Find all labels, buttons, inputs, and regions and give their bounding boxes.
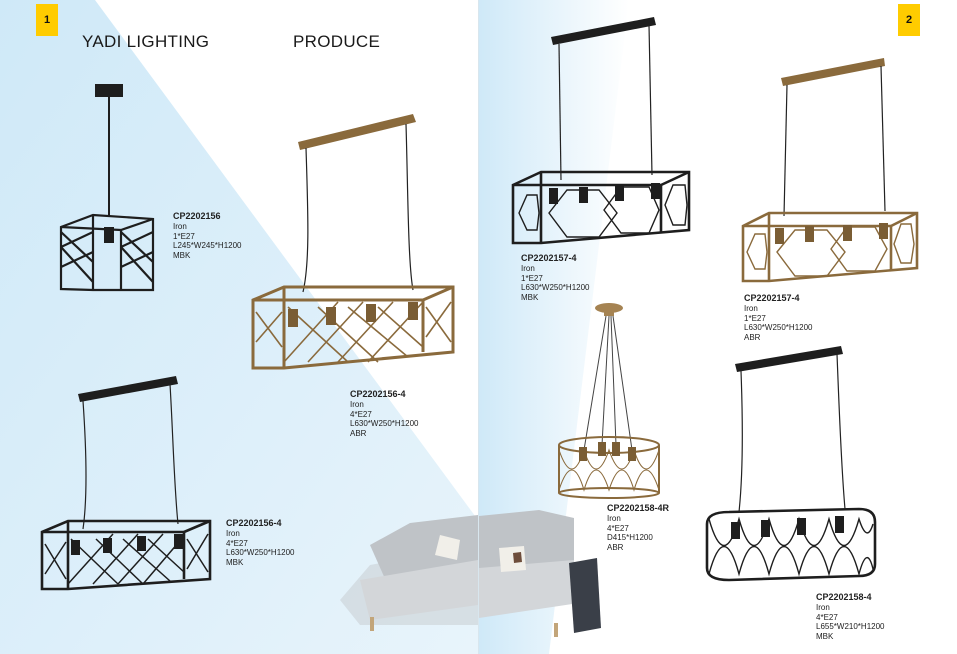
pendant-linear-brass	[251, 114, 455, 370]
product-code: CP2202158-4R	[607, 503, 670, 513]
pendant-hex-brass	[741, 58, 919, 283]
product-spec: CP2202156 Iron 1*E27 L245*W245*H1200 MBK	[173, 211, 242, 260]
product-finish: MBK	[226, 557, 244, 567]
product-bulbs: 4*E27	[350, 409, 372, 419]
blue-backdrop	[479, 0, 629, 654]
product-code: CP2202156-4	[226, 518, 282, 528]
catalog-page-left: 1 YADI LIGHTING PRODUCE CP2202156 Iron 1…	[0, 0, 478, 654]
product-material: Iron	[173, 222, 187, 231]
product-bulbs: 1*E27	[521, 273, 543, 283]
pendant-oval-black	[705, 346, 877, 582]
product-size: L630*W250*H1200	[744, 323, 813, 332]
pendant-drum-brass	[558, 303, 660, 499]
product-size: L630*W250*H1200	[226, 548, 295, 557]
product-spec: CP2202158-4R Iron 4*E27 D415*H1200 ABR	[607, 503, 669, 552]
product-material: Iron	[350, 400, 364, 409]
product-code: CP2202157-4	[521, 253, 577, 263]
product-spec: CP2202158-4 Iron 4*E27 L655*W210*H1200 M…	[816, 592, 885, 641]
page-number-badge: 2	[898, 4, 920, 36]
brand-title: YADI LIGHTING	[82, 32, 210, 51]
product-finish: ABR	[744, 332, 761, 342]
product-code: CP2202157-4	[744, 293, 800, 303]
product-spec: CP2202156-4 Iron 4*E27 L630*W250*H1200 M…	[226, 518, 295, 567]
product-spec: CP2202157-4 Iron 1*E27 L630*W250*H1200 M…	[521, 253, 590, 302]
product-size: L655*W210*H1200	[816, 622, 885, 631]
product-finish: ABR	[350, 428, 367, 438]
section-title: PRODUCE	[293, 32, 381, 51]
product-material: Iron	[607, 514, 621, 523]
product-size: L630*W250*H1200	[521, 283, 590, 292]
pendant-cube-black	[59, 84, 155, 292]
product-size: L630*W250*H1200	[350, 419, 419, 428]
product-material: Iron	[744, 304, 758, 313]
product-code: CP2202156	[173, 211, 221, 221]
product-bulbs: 4*E27	[607, 523, 629, 533]
blue-backdrop	[0, 0, 478, 654]
product-finish: MBK	[521, 292, 539, 302]
pendant-hex-black	[511, 17, 691, 245]
product-spec: CP2202157-4 Iron 1*E27 L630*W250*H1200 A…	[744, 293, 813, 342]
pendant-linear-black	[40, 376, 212, 591]
product-bulbs: 4*E27	[816, 612, 838, 622]
product-size: D415*H1200	[607, 533, 653, 542]
product-material: Iron	[816, 603, 830, 612]
product-finish: ABR	[607, 542, 624, 552]
catalog-page-right: 2 CP2202157-4 Iron 1*E27 L630*W250*H1200…	[479, 0, 957, 654]
product-material: Iron	[521, 264, 535, 273]
product-code: CP2202158-4	[816, 592, 872, 602]
product-finish: MBK	[173, 250, 191, 260]
product-size: L245*W245*H1200	[173, 241, 242, 250]
product-finish: MBK	[816, 631, 834, 641]
page-fold	[478, 0, 479, 654]
product-material: Iron	[226, 529, 240, 538]
page-number-badge: 1	[36, 4, 58, 36]
product-bulbs: 1*E27	[173, 231, 195, 241]
sofa-image-right-half	[479, 510, 601, 637]
product-bulbs: 4*E27	[226, 538, 248, 548]
sofa-image-left-half	[340, 515, 478, 631]
product-code: CP2202156-4	[350, 389, 406, 399]
product-spec: CP2202156-4 Iron 4*E27 L630*W250*H1200 A…	[350, 389, 419, 438]
product-bulbs: 1*E27	[744, 313, 766, 323]
